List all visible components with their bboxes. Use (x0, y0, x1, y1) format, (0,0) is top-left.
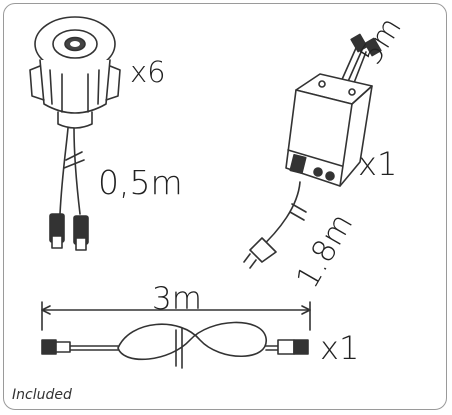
spotlight-icon (29, 16, 121, 251)
spotlight-quantity-label: x6 (130, 55, 166, 89)
driver-icon (243, 33, 382, 269)
spotlight-cable-length-label: 0,5m (98, 163, 183, 202)
extension-cable-length-label: 3m (152, 281, 202, 317)
extension-cable-icon (41, 301, 311, 369)
included-caption: Included (12, 387, 72, 403)
extension-cable-quantity-label: x1 (320, 329, 360, 367)
driver-quantity-label: x1 (358, 145, 398, 183)
